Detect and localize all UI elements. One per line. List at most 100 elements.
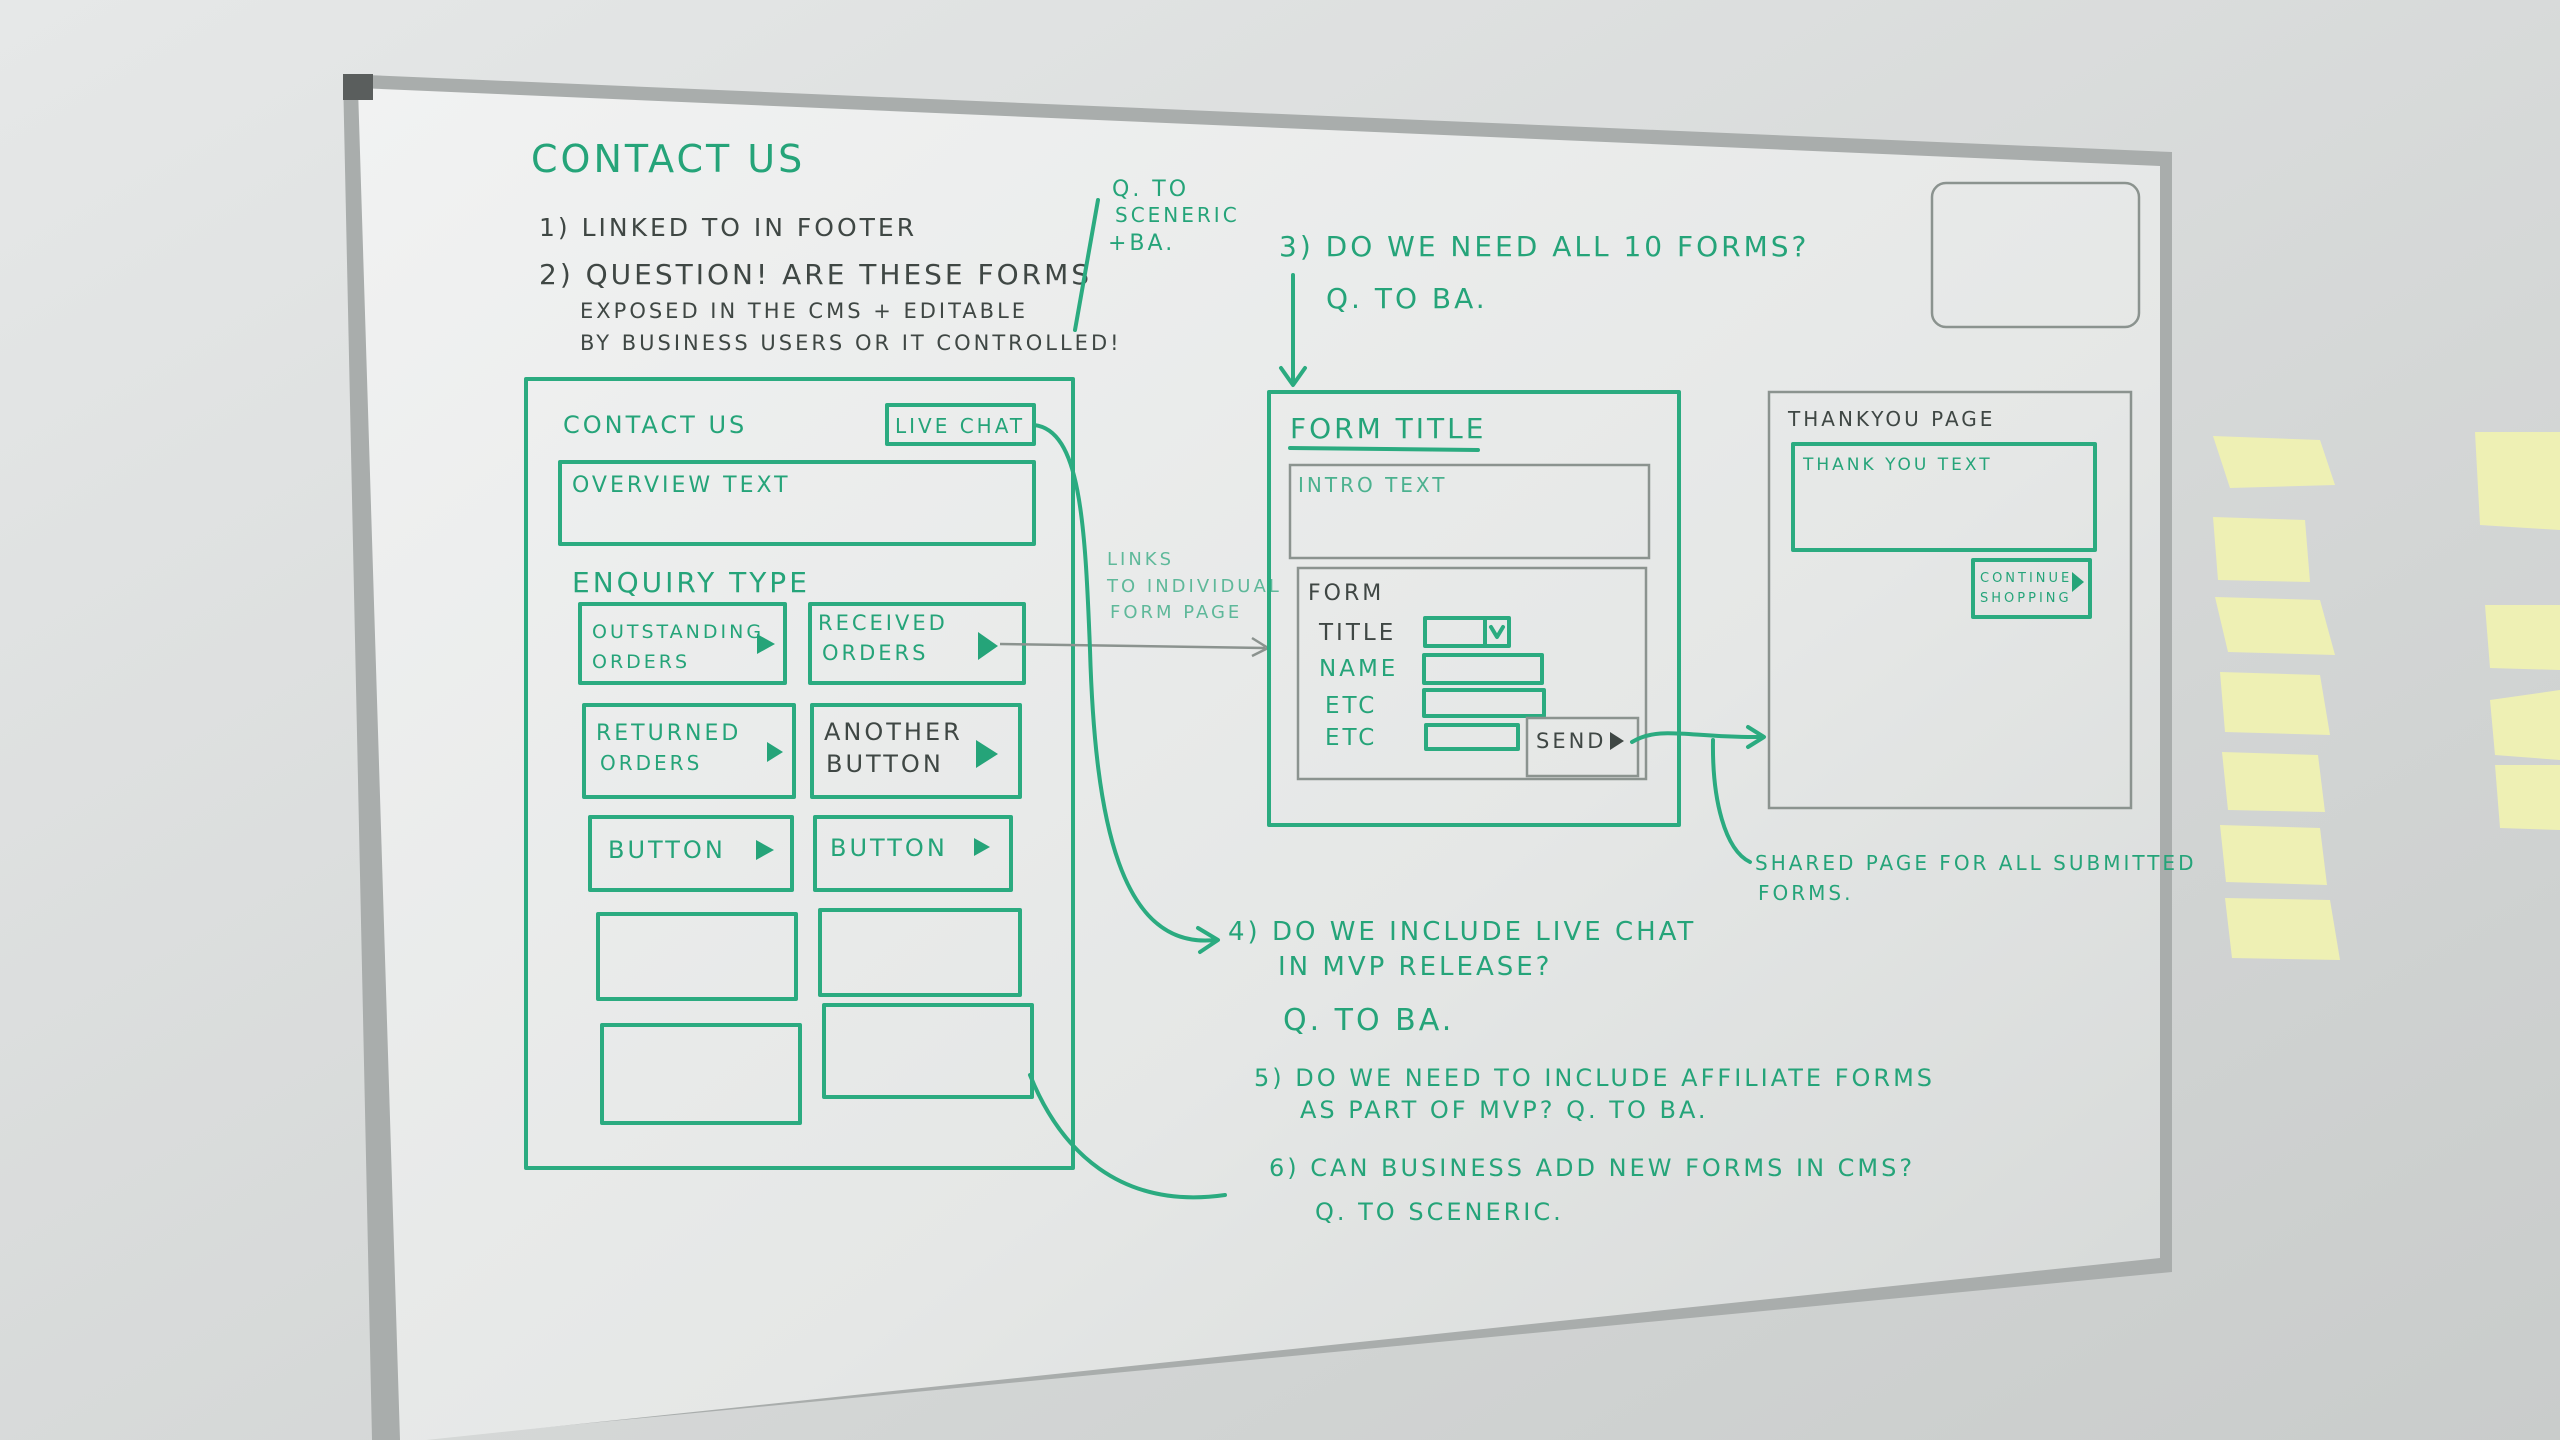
sticky-note	[2215, 597, 2335, 655]
note-4-line1: 4) DO WE INCLUDE LIVE CHAT	[1228, 917, 1696, 947]
play-arrow-icon	[767, 742, 783, 762]
button-label: OUTSTANDING	[592, 621, 764, 643]
field-label: TITLE	[1318, 620, 1396, 646]
sticky-note	[2213, 517, 2310, 582]
note-2-line2: EXPOSED IN THE CMS + EDITABLE	[580, 299, 1028, 323]
play-arrow-icon	[1610, 732, 1624, 750]
form-label: FORM	[1308, 581, 1384, 606]
sticky-note	[2485, 605, 2560, 670]
blank-button	[600, 1023, 802, 1125]
blank-button	[822, 1003, 1034, 1099]
note-5-line2: AS PART OF MVP? Q. TO BA.	[1300, 1096, 1709, 1124]
sticky-note	[2490, 690, 2560, 760]
continue-label: CONTINUE	[1980, 571, 2072, 586]
etc-input	[1422, 688, 1546, 718]
shopping-label: SHOPPING	[1980, 591, 2072, 606]
overview-label: OVERVIEW TEXT	[572, 473, 791, 498]
whiteboard-surface	[358, 88, 2160, 1440]
play-arrow-icon	[978, 632, 998, 660]
button-label: ORDERS	[592, 651, 690, 673]
enquiry-button: BUTTON	[588, 815, 794, 892]
field-label: ETC	[1325, 725, 1377, 751]
blank-button	[818, 908, 1022, 997]
live-chat-label: LIVE CHAT	[895, 414, 1025, 438]
sticky-notes	[2213, 432, 2560, 960]
links-note-3: FORM PAGE	[1110, 602, 1242, 623]
links-note-1: LINKS	[1107, 549, 1174, 570]
note-4-line3: Q. TO BA.	[1283, 1003, 1454, 1038]
play-arrow-icon	[757, 634, 775, 654]
wireframe-title: CONTACT US	[563, 411, 747, 439]
sticky-note	[2220, 825, 2327, 885]
thankyou-wireframe: THANKYOU PAGE THANK YOU TEXT CONTINUE SH…	[1767, 390, 2133, 810]
side-note-1: Q. TO	[1112, 177, 1189, 202]
sticky-note	[2220, 672, 2330, 735]
sticky-note	[2222, 752, 2325, 812]
overview-box	[558, 460, 1036, 546]
play-arrow-icon	[2072, 572, 2084, 592]
sticky-note	[2213, 436, 2335, 488]
enquiry-button: RETURNED ORDERS	[582, 703, 796, 799]
button-label: BUTTON	[826, 750, 944, 778]
etc-input	[1424, 723, 1520, 751]
note-6-line1: 6) CAN BUSINESS ADD NEW FORMS IN CMS?	[1269, 1154, 1915, 1182]
enquiry-button: ANOTHER BUTTON	[810, 703, 1022, 799]
thankyou-title: THANKYOU PAGE	[1787, 407, 1995, 431]
play-arrow-icon	[976, 740, 998, 768]
shared-note-1: SHARED PAGE FOR ALL SUBMITTED	[1755, 851, 2196, 875]
title-underline	[1288, 446, 1480, 452]
arrow-down	[1279, 273, 1307, 387]
play-arrow-icon	[756, 840, 774, 860]
side-note-3: +BA.	[1108, 231, 1175, 256]
chevron-down-icon	[1483, 616, 1505, 648]
note-2-line3: BY BUSINESS USERS OR IT CONTROLLED!	[580, 331, 1122, 355]
button-label: ORDERS	[822, 641, 928, 665]
button-label: ANOTHER	[824, 718, 963, 746]
heading: CONTACT US	[531, 137, 805, 181]
name-input	[1422, 653, 1544, 685]
links-note-2: TO INDIVIDUAL	[1106, 576, 1282, 597]
note-3-line1: 3) DO WE NEED ALL 10 FORMS?	[1279, 230, 1809, 263]
enquiry-type-label: ENQUIRY TYPE	[572, 566, 810, 599]
continue-shopping-button	[1971, 558, 2092, 619]
note-2-line1: 2) QUESTION! ARE THESE FORMS	[539, 258, 1092, 291]
button-label: BUTTON	[608, 836, 726, 864]
send-label: SEND	[1536, 729, 1606, 753]
q6-arrow	[1028, 1073, 1227, 1200]
button-label: RETURNED	[596, 721, 741, 746]
note-1: 1) LINKED TO IN FOOTER	[539, 213, 917, 242]
note-5-line1: 5) DO WE NEED TO INCLUDE AFFILIATE FORMS	[1254, 1064, 1935, 1092]
enquiry-button: BUTTON	[813, 815, 1013, 892]
intro-box	[1288, 463, 1651, 560]
sticky-note	[2225, 898, 2340, 960]
note-3-line2: Q. TO BA.	[1326, 282, 1488, 315]
intro-text: INTRO TEXT	[1298, 473, 1448, 497]
form-title: FORM TITLE	[1290, 412, 1486, 445]
play-arrow-icon	[974, 838, 990, 856]
contact-us-wireframe: CONTACT US LIVE CHAT OVERVIEW TEXT ENQUI…	[524, 377, 1075, 1170]
divider-line	[1073, 198, 1100, 332]
sticky-note	[2475, 432, 2560, 530]
button-label: RECEIVED	[818, 611, 948, 635]
form-page-wireframe: FORM TITLE INTRO TEXT FORM TITLE NAME ET…	[1267, 390, 1681, 827]
send-button	[1525, 716, 1640, 778]
enquiry-button: OUTSTANDING ORDERS	[578, 602, 787, 685]
button-label: ORDERS	[600, 751, 702, 775]
shared-note-2: FORMS.	[1758, 881, 1853, 905]
field-label: ETC	[1325, 693, 1377, 719]
note-4-line2: IN MVP RELEASE?	[1278, 952, 1552, 982]
frame-corner	[343, 74, 373, 100]
thankyou-text-box	[1791, 442, 2097, 552]
send-arrow	[1630, 725, 1766, 749]
title-select	[1423, 616, 1511, 648]
note-6-line2: Q. TO SCENERIC.	[1315, 1198, 1564, 1226]
blank-button	[596, 912, 798, 1001]
thankyou-text: THANK YOU TEXT	[1802, 455, 1993, 475]
shared-arrow	[1710, 738, 1752, 864]
empty-box	[1930, 181, 2141, 329]
form-box	[1296, 566, 1648, 781]
live-chat-arrow	[1032, 423, 1220, 954]
button-label: BUTTON	[830, 834, 948, 862]
field-label: NAME	[1319, 656, 1398, 682]
